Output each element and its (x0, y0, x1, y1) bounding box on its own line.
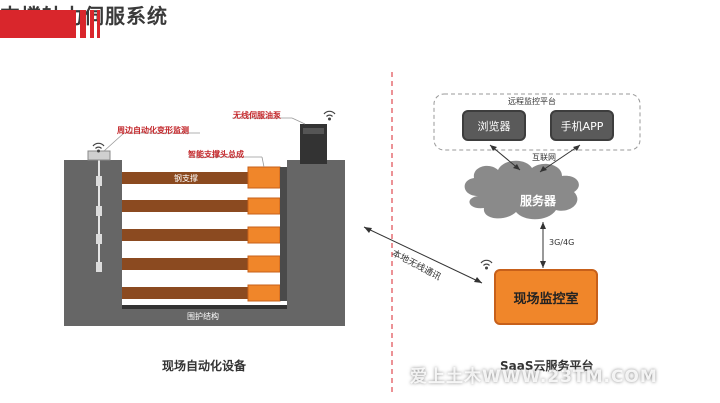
sensor-node (96, 176, 102, 186)
network-label: 3G/4G (549, 238, 575, 247)
left-caption: 现场自动化设备 (162, 359, 247, 373)
retaining-wall-label: 围护结构 (187, 312, 219, 321)
browser-node: 浏览器 (462, 110, 526, 141)
pump-label: 无线伺服油泵 (233, 111, 281, 120)
title-accent-bar (80, 10, 86, 38)
support-head (247, 226, 281, 244)
browser-to-cloud-arrow (489, 144, 521, 171)
server-label: 服务器 (520, 194, 557, 208)
steel-strut (122, 258, 250, 270)
wireless-link-arrow (363, 226, 483, 284)
sensor-node (96, 234, 102, 244)
steel-strut (122, 172, 250, 184)
steel-strut-label: 钢支撑 (174, 174, 198, 183)
app-to-cloud-arrow (539, 144, 581, 173)
monitor-label: 周边自动化变形监测 (117, 126, 189, 135)
cloud-shape (464, 160, 579, 220)
wifi-icon (480, 259, 493, 270)
steel-strut (122, 287, 250, 299)
right-caption: SaaS云服务平台 (500, 359, 594, 373)
title-accent-bar (97, 10, 100, 38)
wifi-icon (323, 110, 336, 121)
remote-platform-label: 远程监控平台 (508, 97, 556, 106)
sensor-node (96, 262, 102, 272)
pit-floor (122, 305, 287, 309)
retaining-wall-right (287, 160, 345, 326)
steel-strut (122, 200, 250, 212)
steel-strut (122, 229, 250, 241)
remote-platform-group (433, 93, 641, 151)
support-head (247, 166, 281, 189)
sensor-node (96, 206, 102, 216)
support-head (247, 197, 281, 215)
support-head (247, 255, 281, 273)
servo-pump-panel (303, 128, 324, 134)
control-room-node: 现场监控室 (494, 269, 598, 325)
title-accent-bar (90, 10, 94, 38)
mobile-app-node: 手机APP (550, 110, 614, 141)
support-head (247, 284, 281, 302)
watermark: 爱上土木WWW.23TM.COM (410, 367, 658, 387)
wifi-icon (92, 142, 105, 153)
head-connector (280, 167, 287, 301)
support-head-label: 智能支撑头总成 (188, 150, 244, 159)
pit-bottom (64, 308, 345, 326)
retaining-wall-left (64, 160, 122, 326)
internet-label: 互联网 (532, 153, 556, 162)
title-accent-bar (0, 10, 76, 38)
